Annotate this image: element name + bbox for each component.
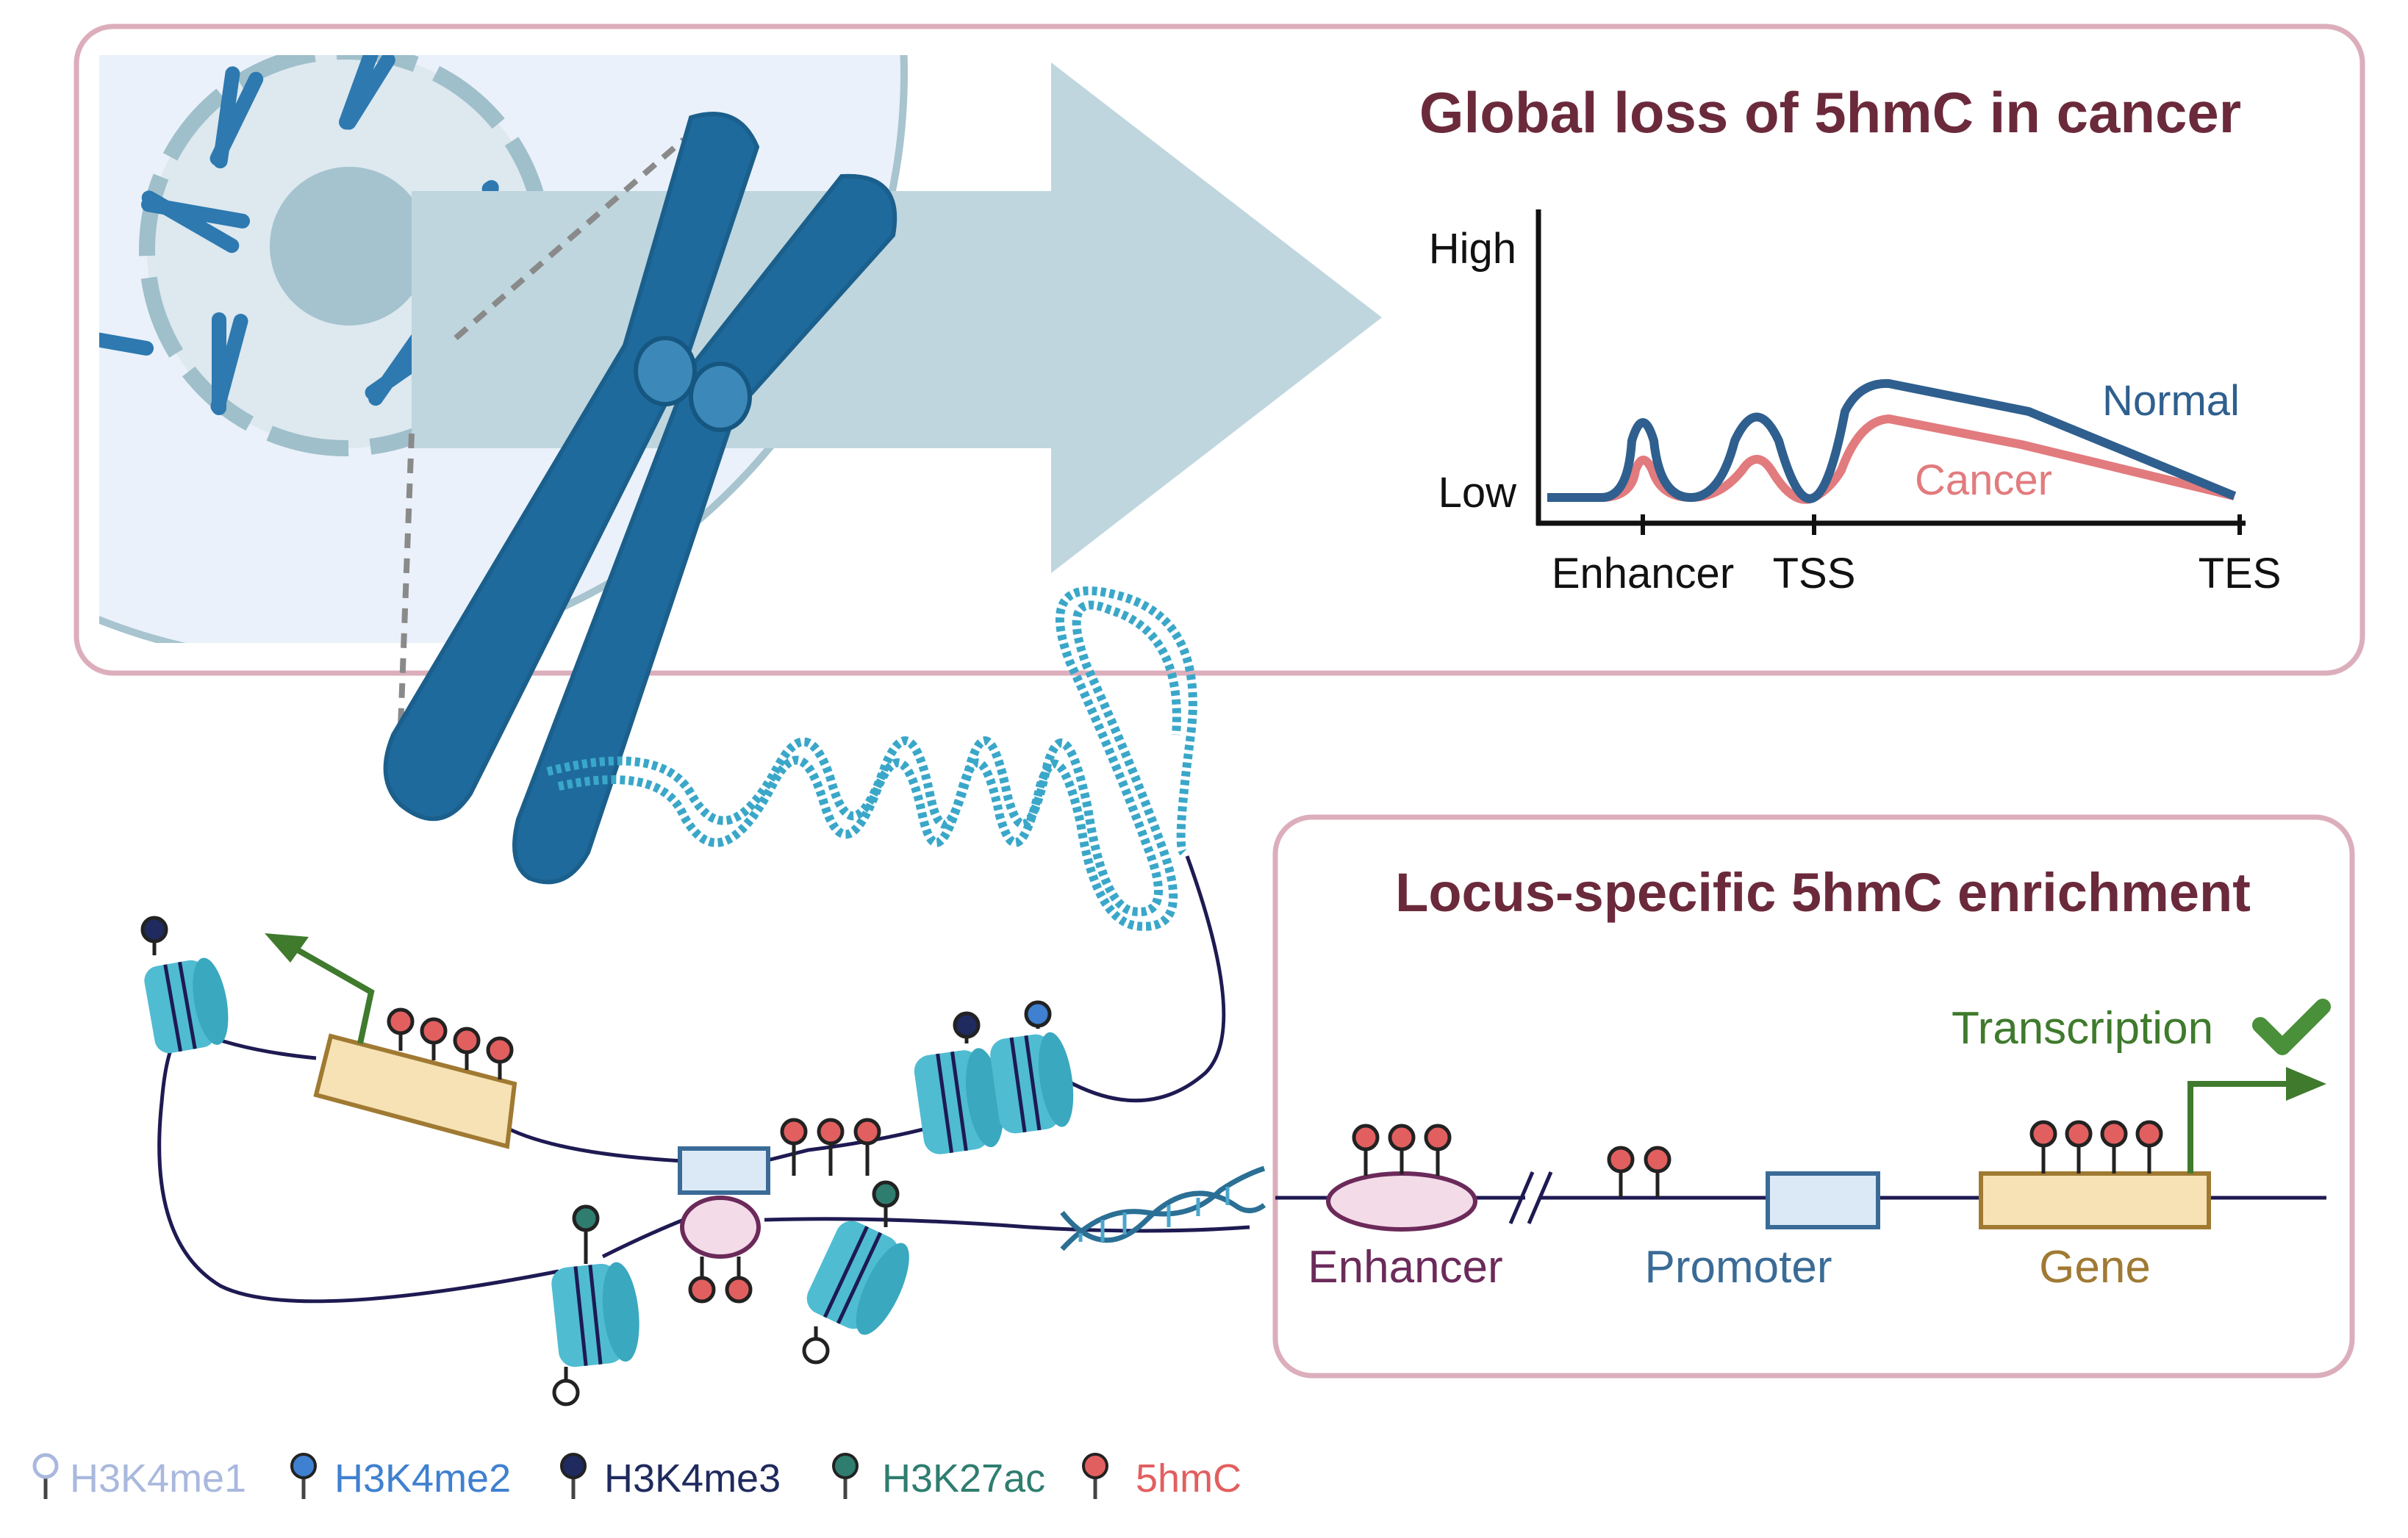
legend-item-h3k4me1: H3K4me1 <box>32 1453 246 1501</box>
legend-label: H3K4me2 <box>334 1456 511 1501</box>
legend-label: H3K4me1 <box>70 1456 246 1501</box>
global-panel-title: Global loss of 5hmC in cancer <box>1419 80 2241 145</box>
check-icon <box>2252 999 2331 1055</box>
legend-swatch <box>832 1453 859 1479</box>
legend-swatch <box>290 1453 317 1479</box>
nucleosomes <box>144 957 1074 1368</box>
promoter-label: Promoter <box>1645 1242 1832 1293</box>
normal-curve <box>1547 378 2237 503</box>
nucleosome <box>551 1262 639 1368</box>
global-loss-chart: Global loss of 5hmC in cancer High Low E… <box>1419 80 2282 597</box>
legend-item-h3k4me3: H3K4me3 <box>560 1453 781 1501</box>
loop-anchor <box>678 1118 881 1304</box>
5hmc-marks <box>1352 1120 2163 1198</box>
locus-panel <box>1272 814 2355 1379</box>
enhancer-element <box>1326 1171 1477 1232</box>
histone-marks <box>140 916 1052 1406</box>
zoom-arrow <box>412 62 1382 573</box>
gene-element <box>1979 1171 2211 1229</box>
dna-coil <box>546 586 1197 931</box>
nucleosome <box>144 957 229 1054</box>
series-label-normal: Normal <box>2102 377 2240 425</box>
y-label-high: High <box>1429 225 1516 273</box>
legend-label: H3K4me3 <box>604 1456 781 1501</box>
gene-label: Gene <box>2039 1242 2151 1293</box>
locus-panel-title: Locus-specific 5hmC enrichment <box>1395 862 2251 923</box>
locus-diagram: Transcription Enhancer Promoter Gene <box>1275 999 2331 1293</box>
cancer-curve <box>1547 414 2236 504</box>
nucleosome <box>806 1221 909 1335</box>
dna-helix <box>1060 1165 1266 1251</box>
nucleosome <box>990 1032 1074 1134</box>
legend-item-h3k27ac: H3K27ac <box>832 1453 1045 1501</box>
series-label-cancer: Cancer <box>1915 456 2052 504</box>
legend-item-5hmc: 5hmC <box>1082 1453 1241 1501</box>
zoom-lines <box>398 137 686 728</box>
y-label-low: Low <box>1438 469 1518 517</box>
transcription-label: Transcription <box>1952 1003 2213 1054</box>
large-chromosome <box>383 112 897 885</box>
small-chromosomes <box>99 55 514 415</box>
x-label-tss: TSS <box>1773 550 1856 597</box>
legend-swatch <box>1082 1453 1108 1479</box>
enhancer-label: Enhancer <box>1308 1242 1502 1293</box>
x-label-enhancer: Enhancer <box>1552 550 1734 597</box>
legend-label: 5hmC <box>1136 1456 1241 1501</box>
looped-gene <box>265 933 517 1149</box>
nucleolus <box>270 167 429 326</box>
transcription-arrow <box>2187 1081 2293 1174</box>
legend: H3K4me1 H3K4me2 H3K4me3 H3K27ac 5hmC <box>32 1453 1241 1501</box>
x-label-tes: TES <box>2199 550 2282 597</box>
legend-swatch <box>560 1453 587 1479</box>
legend-swatch <box>32 1453 59 1479</box>
legend-item-h3k4me2: H3K4me2 <box>290 1453 511 1501</box>
legend-label: H3K27ac <box>882 1456 1045 1501</box>
promoter-element <box>1766 1171 1880 1229</box>
